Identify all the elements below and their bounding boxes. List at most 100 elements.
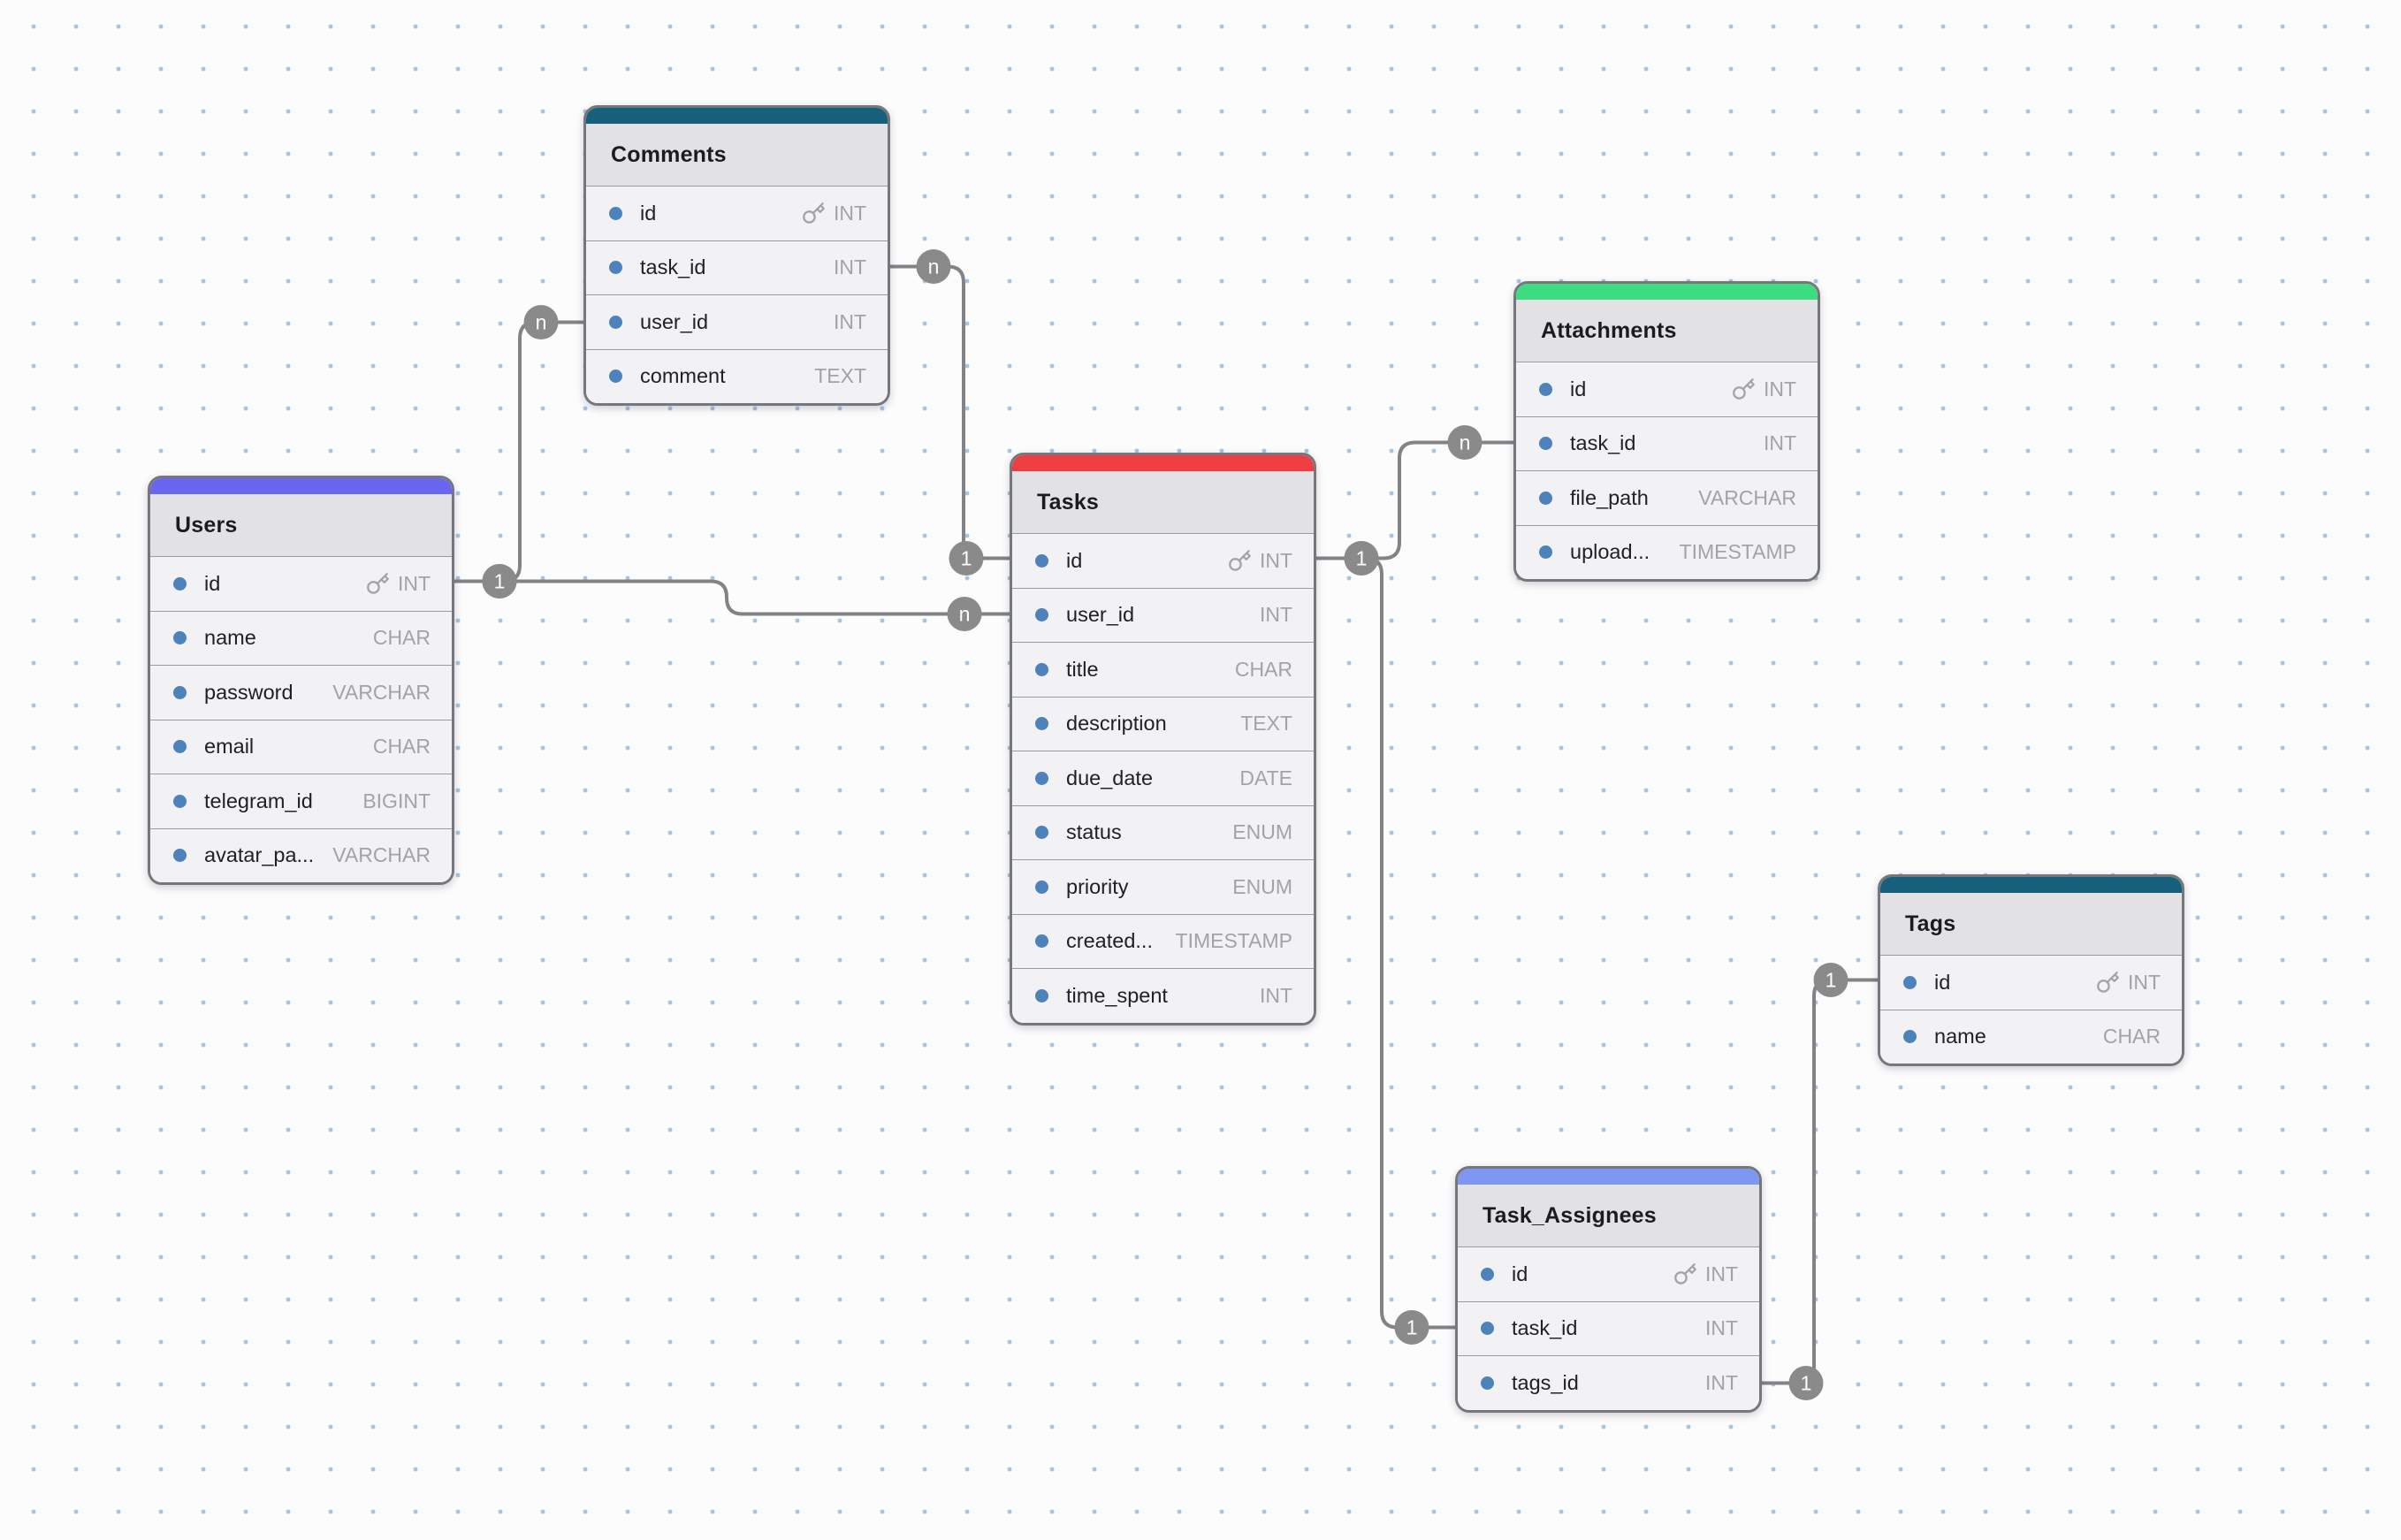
field-name: time_spent (1066, 983, 1168, 1007)
table-title: Tasks (1012, 471, 1314, 533)
svg-text:1: 1 (961, 547, 972, 570)
field-row[interactable]: task_id INT (1458, 1300, 1759, 1355)
field-row[interactable]: task_id INT (1516, 415, 1818, 470)
field-type: CHAR (1235, 658, 1292, 682)
table-title: Task_Assignees (1458, 1185, 1759, 1246)
field-row[interactable]: file_path VARCHAR (1516, 470, 1818, 525)
field-row[interactable]: upload...TIMESTAMP (1516, 524, 1818, 579)
field-type-label: VARCHAR (332, 843, 431, 867)
field-type-label: INT (1259, 603, 1292, 627)
relationship-line-tasks-task-assignees[interactable] (1315, 556, 1457, 1330)
cardinality-badge: 1 (1788, 1366, 1824, 1400)
field-type-label: CHAR (372, 735, 431, 759)
field-dot-icon (173, 740, 187, 754)
field-row[interactable]: due_date DATE (1012, 751, 1314, 805)
field-type-label: INT (1704, 1370, 1738, 1394)
field-type: TEXT (1240, 712, 1292, 736)
relationship-line-users-comments[interactable] (453, 320, 585, 583)
field-dot-icon (1481, 1267, 1494, 1281)
field-type-label: INT (1704, 1262, 1738, 1285)
field-row[interactable]: email CHAR (150, 719, 452, 774)
svg-text:1: 1 (494, 570, 506, 593)
field-type: ENUM (1232, 820, 1292, 844)
relationship-line-tags-task-assignees[interactable] (1760, 978, 1879, 1385)
field-dot-icon (1035, 553, 1048, 568)
field-type: VARCHAR (332, 843, 431, 867)
field-name: description (1066, 712, 1167, 736)
field-type: INT (1260, 603, 1292, 627)
field-type: INT (1764, 431, 1796, 455)
field-type: BIGINT (362, 789, 431, 813)
field-name: email (204, 735, 255, 759)
field-type-label: INT (1704, 1316, 1738, 1340)
field-type-label: CHAR (2102, 1025, 2161, 1048)
field-name: avatar_pa... (204, 843, 315, 867)
field-type: INT (366, 572, 431, 596)
field-row[interactable]: created...TIMESTAMP (1012, 913, 1314, 968)
relationship-line-tasks-attachments[interactable] (1315, 440, 1515, 560)
field-name: name (1934, 1025, 1986, 1048)
field-row[interactable]: telegram_id BIGINT (150, 774, 452, 828)
field-name: password (204, 680, 293, 704)
field-row[interactable]: description TEXT (1012, 696, 1314, 751)
field-dot-icon (1903, 1030, 1917, 1044)
relationship-line-comments-tasks[interactable] (888, 264, 1011, 560)
key-icon (367, 572, 389, 594)
field-type: INT (2096, 971, 2161, 995)
field-type-label: DATE (1239, 766, 1292, 789)
field-name: task_id (1512, 1316, 1578, 1340)
field-dot-icon (173, 685, 187, 699)
field-type-label: CHAR (372, 626, 431, 650)
field-type-label: ENUM (1232, 820, 1292, 844)
field-type-label: INT (833, 309, 866, 333)
field-name: id (204, 571, 221, 595)
table-title: Attachments (1516, 300, 1818, 362)
field-row[interactable]: name CHAR (1880, 1009, 2182, 1064)
field-row[interactable]: avatar_pa... VARCHAR (150, 827, 452, 882)
cardinality-badge: 1 (1344, 541, 1379, 576)
field-type: VARCHAR (1698, 486, 1796, 510)
field-dot-icon (1035, 771, 1048, 785)
field-dot-icon (1539, 545, 1552, 560)
field-type: INT (1705, 1316, 1738, 1340)
svg-text:n: n (536, 311, 547, 334)
field-dot-icon (1539, 437, 1552, 451)
key-icon (1733, 377, 1755, 400)
field-dot-icon (1035, 880, 1048, 894)
field-name: task_id (1570, 431, 1636, 455)
relationship-line-users-tasks[interactable] (453, 579, 1011, 616)
field-name: due_date (1066, 766, 1154, 789)
field-name: file_path (1570, 485, 1649, 509)
table-title: Tags (1880, 893, 2182, 955)
field-type: INT (1732, 377, 1796, 401)
field-type-label: TIMESTAMP (1175, 929, 1292, 953)
field-name: telegram_id (204, 789, 313, 812)
field-dot-icon (609, 370, 622, 384)
svg-text:n: n (928, 255, 940, 278)
field-row[interactable]: id INT (150, 556, 452, 611)
